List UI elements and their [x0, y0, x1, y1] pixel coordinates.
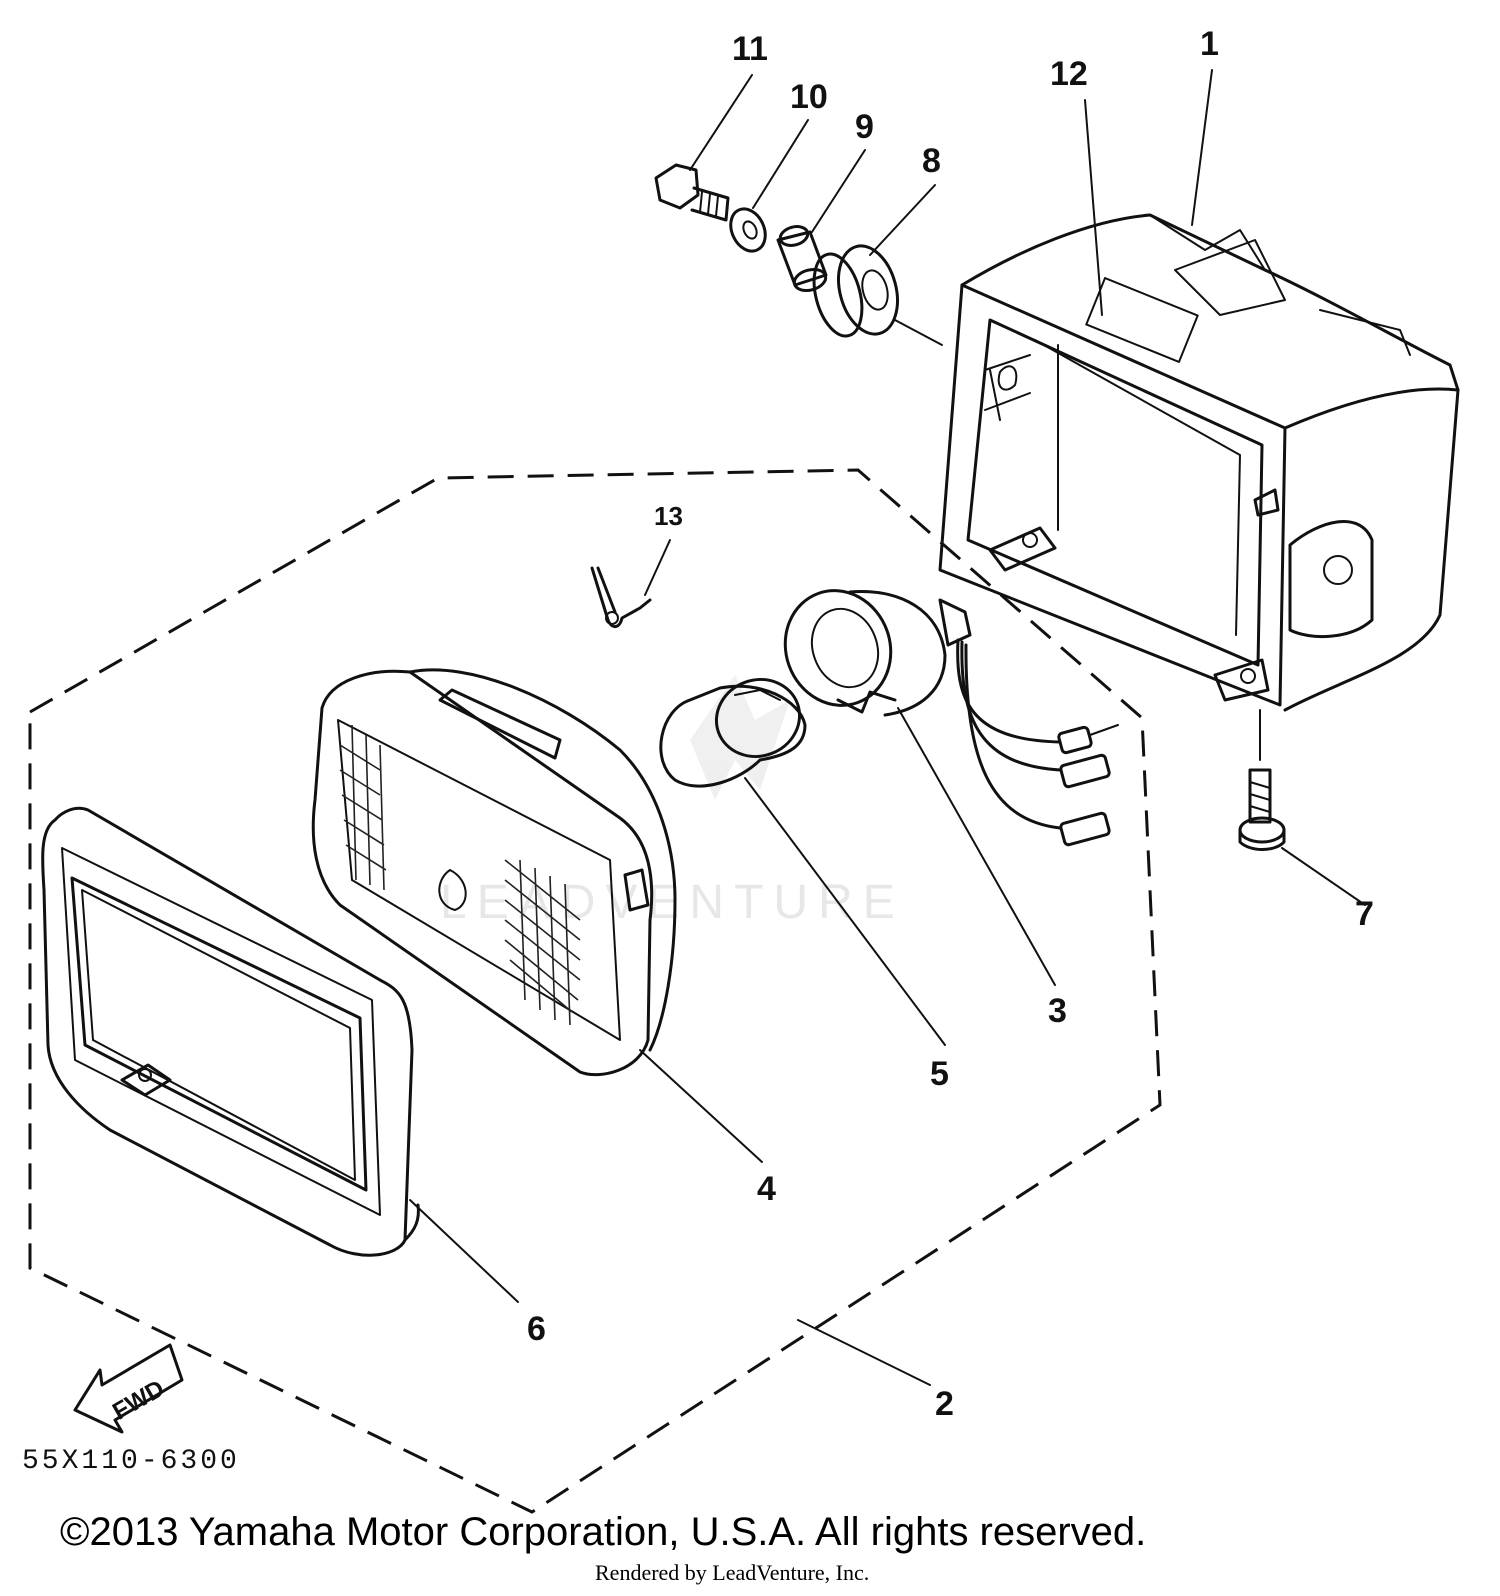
callout-1: 1	[1200, 25, 1219, 63]
leader-2	[797, 1319, 931, 1386]
headlight-lens-unit	[311, 668, 677, 1077]
washer	[729, 207, 767, 253]
leader-7	[1281, 847, 1366, 906]
callout-7: 7	[1355, 895, 1374, 933]
axis-line-grommet	[894, 319, 943, 346]
assembly-dashed-outline	[28, 468, 1162, 1514]
grommet	[812, 244, 899, 338]
callout-5: 5	[930, 1055, 949, 1093]
copyright-notice: ©2013 Yamaha Motor Corporation, U.S.A. A…	[60, 1510, 1146, 1554]
screw	[1238, 768, 1286, 851]
headlight-rim	[41, 806, 420, 1257]
headlight-housing	[938, 213, 1460, 712]
rendered-by-credit: Rendered by LeadVenture, Inc.	[595, 1560, 869, 1585]
callout-9: 9	[855, 108, 874, 146]
callout-3: 3	[1048, 992, 1067, 1030]
leader-3	[897, 707, 1056, 986]
diagram-code: 55X110-6300	[22, 1446, 240, 1477]
watermark-text: LEADVENTURE	[440, 876, 905, 929]
leader-6	[409, 1199, 519, 1303]
spring-clip	[590, 566, 652, 628]
callout-10: 10	[790, 78, 828, 116]
callout-4: 4	[757, 1170, 776, 1208]
leader-4	[639, 1049, 763, 1163]
leader-1	[1191, 69, 1213, 226]
callout-6: 6	[527, 1310, 546, 1348]
leader-5	[744, 777, 946, 1046]
leader-10	[752, 119, 809, 209]
callout-12: 12	[1050, 55, 1088, 93]
fwd-label: FWD	[108, 1375, 169, 1426]
leader-12	[1084, 99, 1103, 316]
bolt	[654, 163, 730, 222]
fwd-arrow: FWD	[73, 1343, 184, 1434]
callout-11: 11	[732, 30, 768, 68]
leader-11	[689, 74, 753, 171]
callout-8: 8	[922, 142, 941, 180]
leader-9	[811, 149, 866, 233]
collar	[776, 225, 828, 293]
leadventure-watermark: LEADVENTURE	[440, 675, 905, 929]
leader-13	[644, 539, 671, 596]
callout-2: 2	[935, 1385, 954, 1423]
callout-13: 13	[654, 501, 683, 531]
bulb-socket	[783, 589, 1119, 847]
bulb	[659, 678, 807, 788]
leader-8	[869, 184, 936, 256]
